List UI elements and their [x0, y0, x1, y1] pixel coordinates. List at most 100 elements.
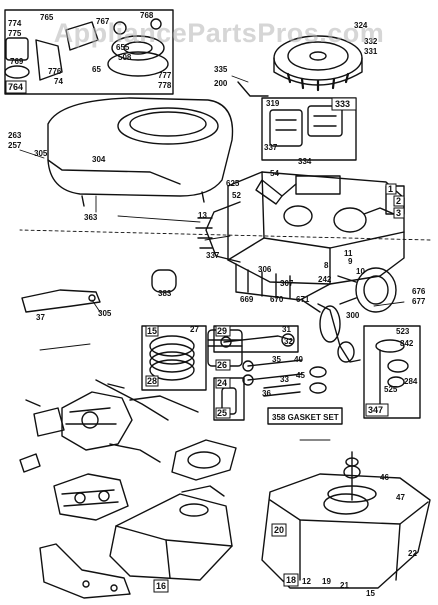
box-label-1: 1: [388, 184, 393, 194]
part-callout-768: 768: [140, 11, 154, 20]
box-label-24: 24: [217, 378, 227, 388]
part-callout-334: 334: [298, 157, 312, 166]
part-callout-383: 383: [158, 289, 172, 298]
part-callout-45: 45: [296, 371, 305, 380]
box-label-28: 28: [147, 376, 157, 386]
leader-lines: [19, 75, 431, 441]
box-label-3: 3: [396, 208, 401, 218]
air-filter: [171, 439, 237, 497]
part-callout-677: 677: [412, 297, 426, 306]
box-label-16: 16: [156, 581, 166, 591]
part-callout-775: 775: [8, 29, 22, 38]
box-label-26: 26: [217, 360, 227, 370]
box-label-20: 20: [274, 525, 284, 535]
part-callout-35: 35: [272, 355, 281, 364]
part-callout-200: 200: [214, 79, 228, 88]
box-label-29: 29: [217, 326, 227, 336]
part-callout-670: 670: [270, 295, 284, 304]
inset-starter-group: [4, 9, 174, 95]
part-callout-306: 306: [258, 265, 272, 274]
part-callout-655: 655: [116, 43, 130, 52]
fuel-tank: [109, 493, 233, 581]
part-callout-52: 52: [232, 191, 241, 200]
part-callout-242: 242: [318, 275, 332, 284]
part-callout-13: 13: [198, 211, 207, 220]
part-callout-21: 21: [340, 581, 349, 590]
part-callout-257: 257: [8, 141, 22, 150]
part-callout-31: 31: [282, 325, 291, 334]
part-callout-777: 777: [158, 71, 172, 80]
sleeve: [151, 269, 177, 293]
part-callout-27: 27: [190, 325, 199, 334]
part-callout-842: 842: [400, 339, 414, 348]
bracket: [21, 289, 101, 313]
valves: [242, 359, 327, 397]
mount-bracket: [39, 543, 131, 599]
inset-gasket-set: [267, 407, 343, 425]
part-callout-335: 335: [214, 65, 228, 74]
part-callout-337: 337: [206, 251, 220, 260]
part-callout-300: 300: [346, 311, 360, 320]
inset-piston-rings: [141, 325, 207, 391]
box-label-18: 18: [286, 575, 296, 585]
part-callout-765: 765: [40, 13, 54, 22]
part-callout-284: 284: [404, 377, 418, 386]
part-callout-46: 46: [380, 473, 389, 482]
part-callout-19: 19: [322, 577, 331, 586]
part-callout-304: 304: [92, 155, 106, 164]
part-callout-767: 767: [96, 17, 110, 26]
part-callout-774: 774: [8, 19, 22, 28]
carburetor: [19, 379, 169, 473]
part-callout-305b: 305: [98, 309, 112, 318]
part-callout-671: 671: [296, 295, 310, 304]
starter-gear: [337, 267, 397, 313]
part-callout-523: 523: [396, 327, 410, 336]
box-label-347: 347: [368, 405, 383, 415]
spark-plug: [255, 179, 297, 205]
part-callout-8: 8: [324, 261, 329, 270]
part-callout-15: 15: [366, 589, 375, 598]
watermark: AppliancePartsPros.com: [53, 18, 385, 48]
crankshaft: [301, 299, 361, 363]
part-callout-324: 324: [354, 21, 368, 30]
dipstick-group: [363, 325, 421, 419]
box-label-2: 2: [396, 196, 401, 206]
part-callout-525: 525: [384, 385, 398, 394]
part-callout-508: 508: [118, 53, 132, 62]
box-label-333: 333: [335, 99, 350, 109]
part-callout-33: 33: [280, 375, 289, 384]
blower-housing: [47, 97, 234, 207]
part-callout-263: 263: [8, 131, 22, 140]
part-callout-12: 12: [302, 577, 311, 586]
part-callout-669: 669: [240, 295, 254, 304]
part-callout-11: 11: [344, 249, 353, 258]
part-callout-337b: 337: [264, 143, 278, 152]
part-callout-54: 54: [270, 169, 279, 178]
camshaft: [327, 451, 377, 503]
part-callout-363: 363: [84, 213, 98, 222]
box-label-25: 25: [217, 408, 227, 418]
box-label-15: 15: [147, 326, 157, 336]
part-callout-625: 625: [226, 179, 240, 188]
part-callout-778: 778: [158, 81, 172, 90]
gasket-set-label: 358 GASKET SET: [272, 413, 339, 422]
part-callout-776: 776: [48, 67, 62, 76]
part-callout-9: 9: [348, 257, 353, 266]
part-callout-331: 331: [364, 47, 378, 56]
inset-ignition: [237, 81, 357, 161]
part-callout-37: 37: [36, 313, 45, 322]
part-callout-74: 74: [54, 77, 63, 86]
part-callout-10: 10: [356, 267, 365, 276]
part-callout-40: 40: [294, 355, 303, 364]
throttle-linkage: [109, 395, 199, 463]
part-callout-32: 32: [284, 337, 293, 346]
part-callout-319: 319: [266, 99, 280, 108]
inset-connecting-rod: [213, 325, 299, 353]
part-callout-65: 65: [92, 65, 101, 74]
part-callout-769: 769: [10, 57, 24, 66]
part-callout-36: 36: [262, 389, 271, 398]
part-callout-305a: 305: [34, 149, 48, 158]
part-callout-676: 676: [412, 287, 426, 296]
part-callout-47: 47: [396, 493, 405, 502]
